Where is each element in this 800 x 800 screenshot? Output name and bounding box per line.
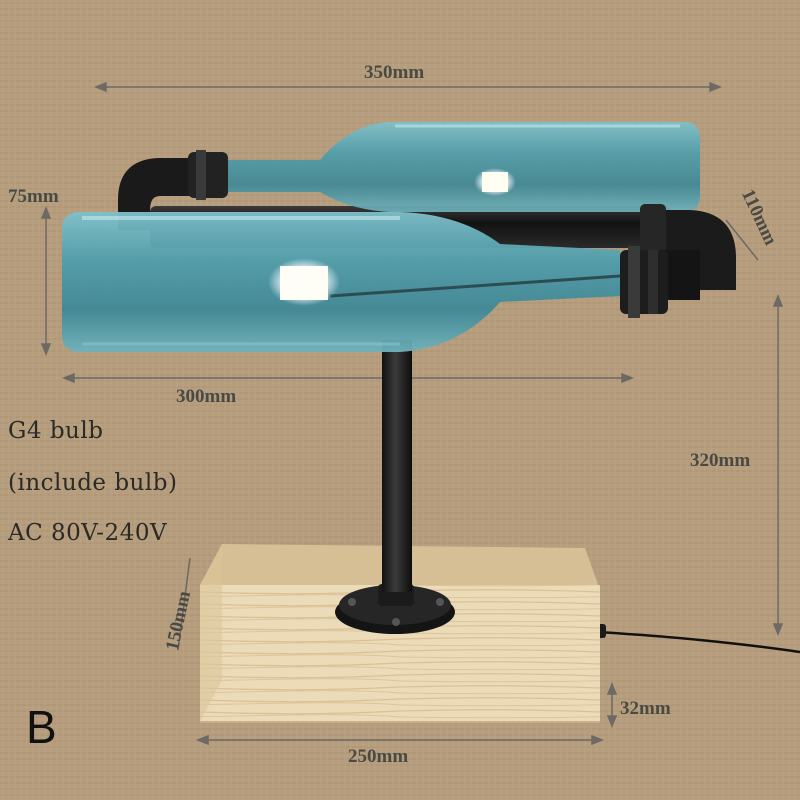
dimension-base-thickness: 32mm <box>620 698 671 719</box>
dimension-base-width: 250mm <box>348 746 409 767</box>
dimension-top-width: 350mm <box>364 62 425 83</box>
dimension-bottle-height: 75mm <box>8 186 59 207</box>
variant-label: B <box>26 701 57 753</box>
bulb-type-text: G4 bulb <box>8 418 104 444</box>
dimension-bottle-length: 300mm <box>176 386 237 407</box>
dimension-total-height: 320mm <box>690 450 751 471</box>
bulb-included-text: (include bulb) <box>8 470 178 496</box>
voltage-text: AC 80V-240V <box>8 520 168 546</box>
